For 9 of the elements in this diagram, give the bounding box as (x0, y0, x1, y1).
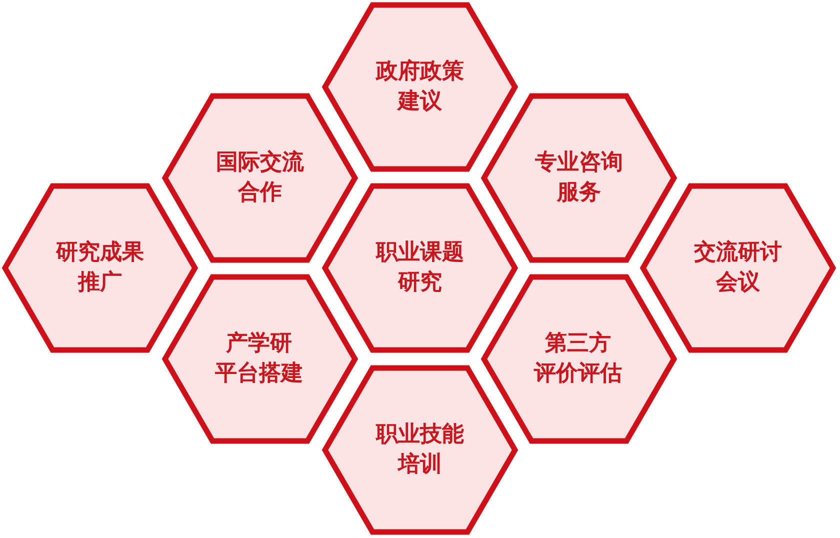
topic-label: 专业咨询服务 (534, 149, 624, 207)
topic-label: 研究成果推广 (55, 239, 145, 297)
topic-label: 交流研讨会议 (693, 238, 783, 297)
topic-label: 职业课题研究 (375, 239, 465, 297)
topic-label: 第三方评价评估 (534, 330, 623, 388)
topic-label: 职业技能培训 (375, 421, 465, 479)
topic-label: 国际交流合作 (215, 148, 305, 207)
topic-label: 产学研平台搭建 (215, 330, 304, 388)
topic-label: 政府政策建议 (375, 58, 465, 116)
